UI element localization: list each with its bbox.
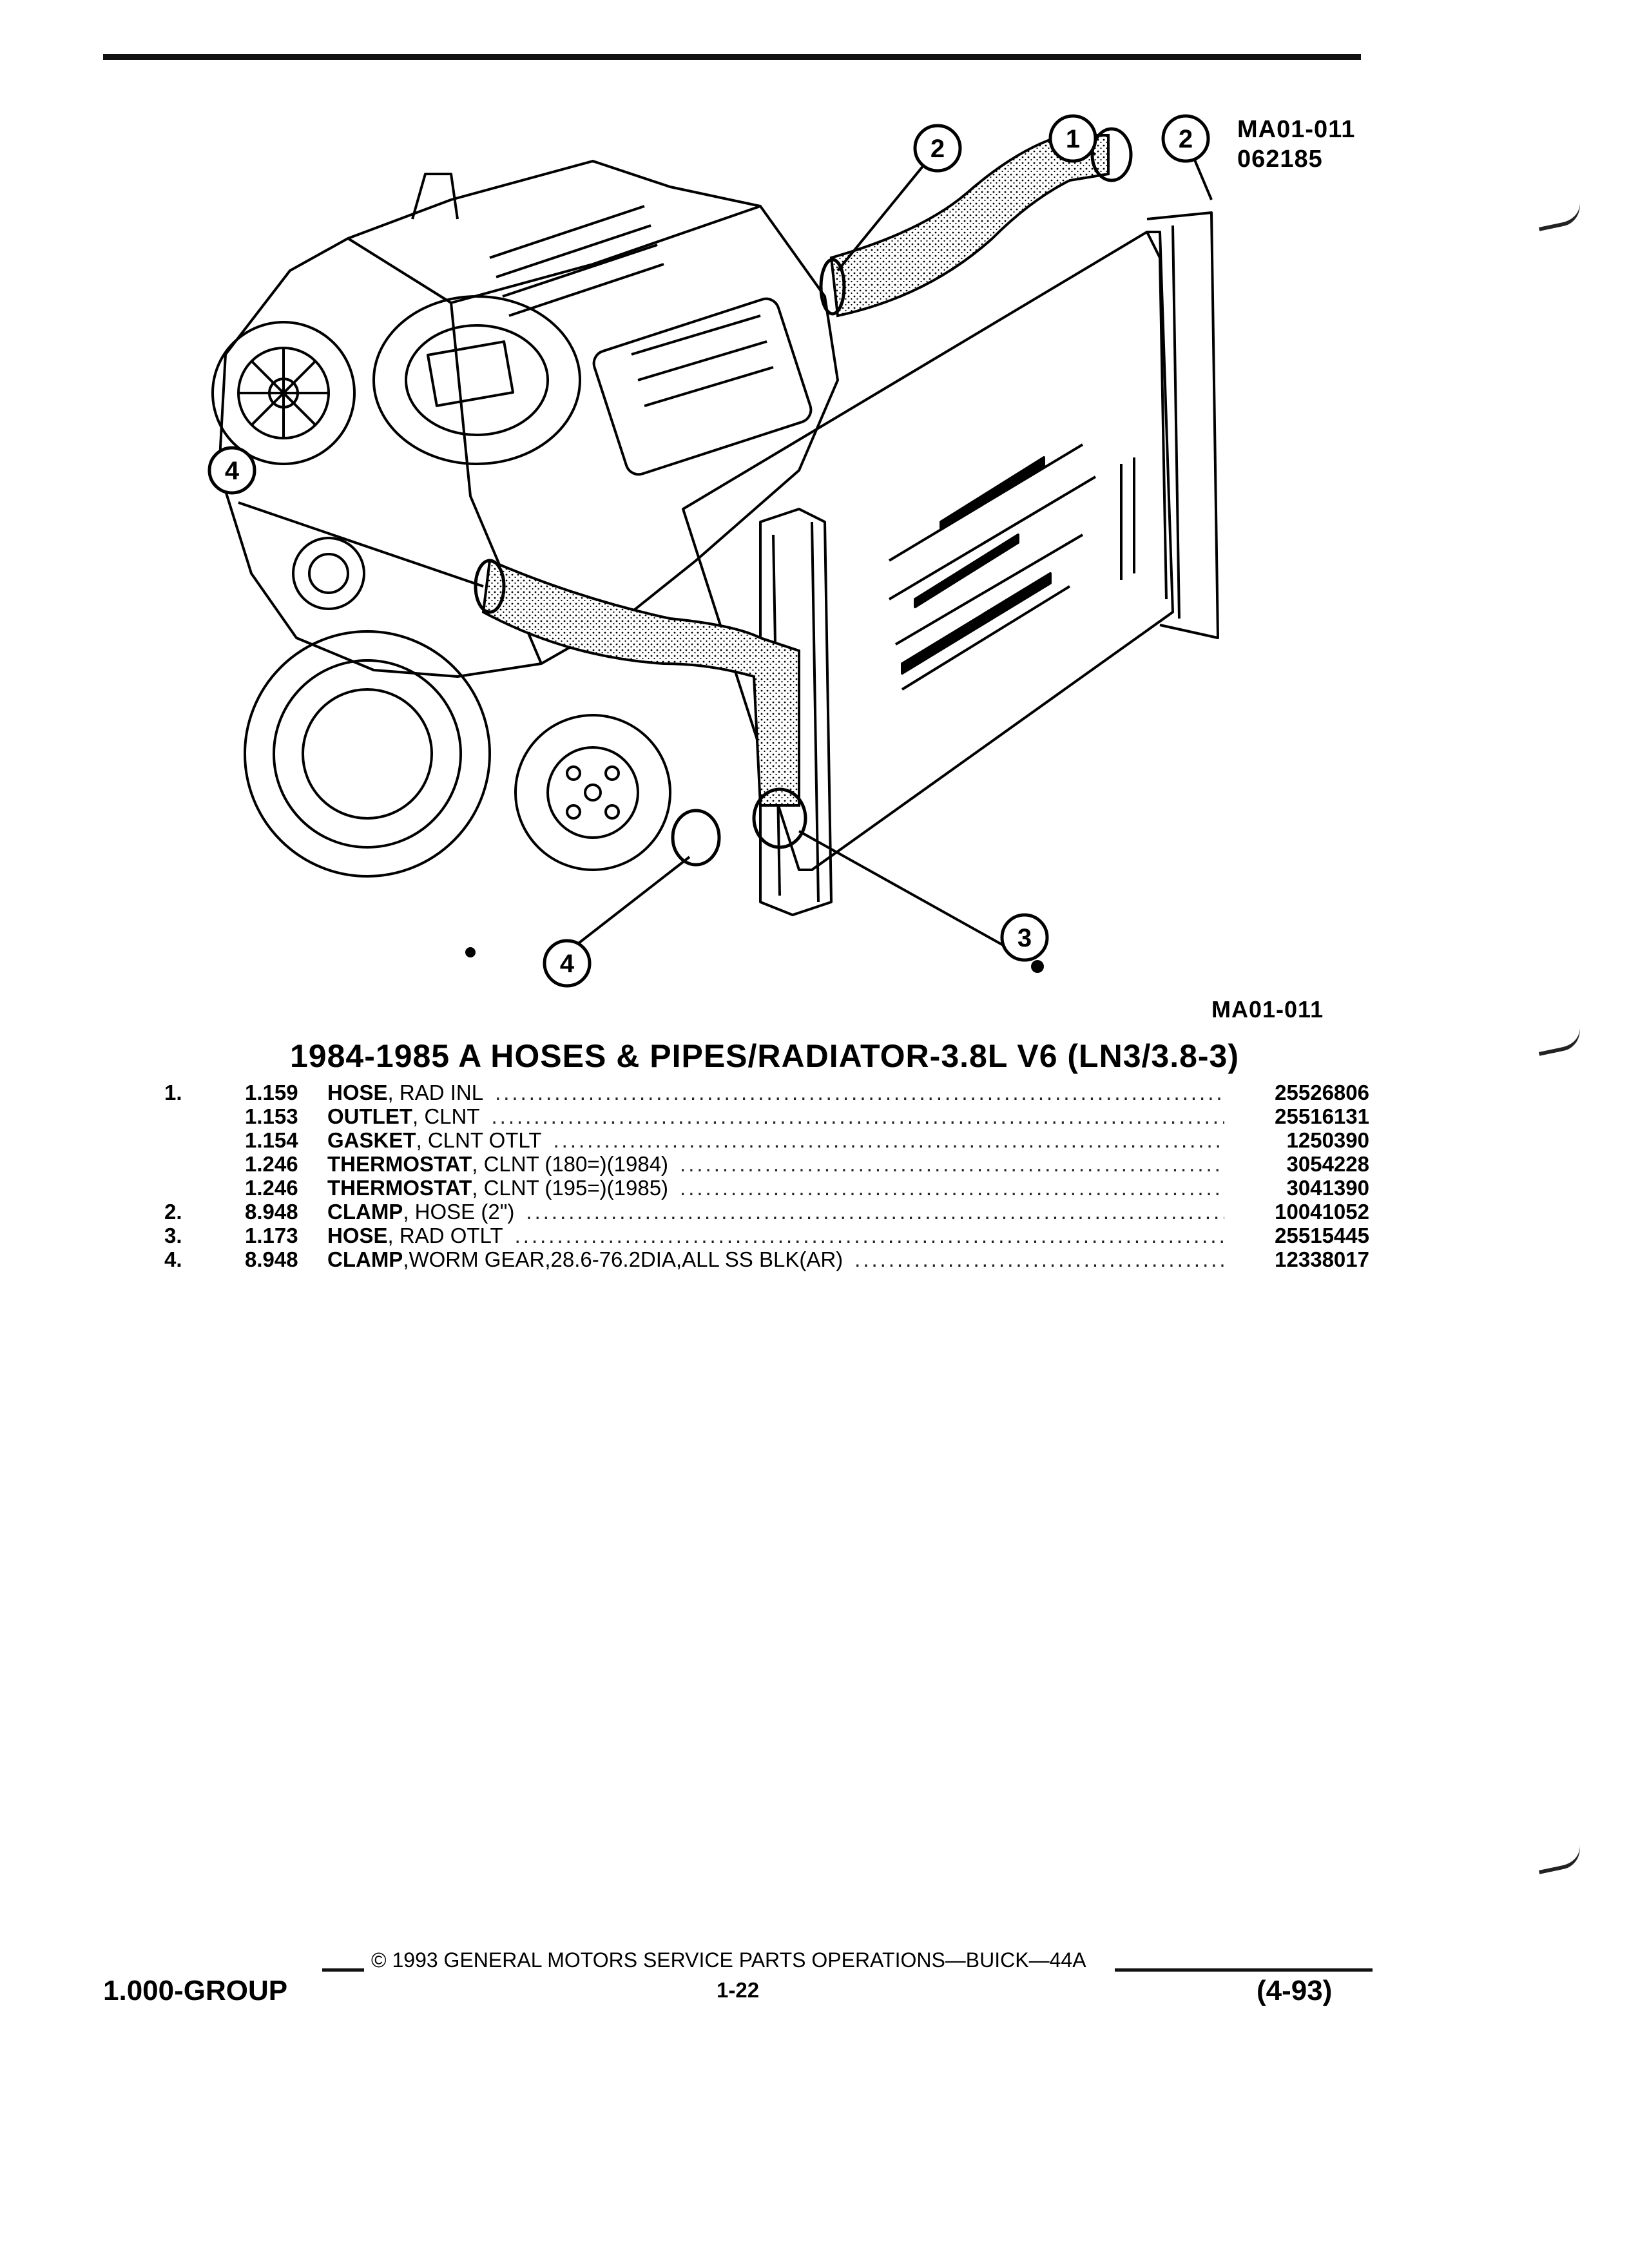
binding-mark: [1535, 1845, 1584, 1874]
callout-label: 2: [930, 135, 945, 163]
group-code: 1.153: [245, 1104, 298, 1128]
binding-mark: [1535, 1026, 1584, 1056]
part-name: GASKET: [327, 1128, 416, 1152]
parts-list: 1. 1.159 HOSE, RAD INL 25526806 1.153 OU…: [164, 1081, 1369, 1271]
parts-list-row: 1. 1.159 HOSE, RAD INL 25526806: [164, 1081, 1369, 1104]
figure-date-code: 062185: [1237, 146, 1323, 173]
callout-ref: 4.: [164, 1247, 182, 1271]
group-code: 1.246: [245, 1152, 298, 1176]
callout-ref: 1.: [164, 1081, 182, 1104]
part-number: 3054228: [1286, 1152, 1369, 1176]
figure-code-block: MA01-011 062185: [1237, 115, 1355, 174]
parts-list-row: 2. 8.948 CLAMP, HOSE (2") 10041052: [164, 1200, 1369, 1224]
parts-list-row: 1.153 OUTLET, CLNT 25516131: [164, 1104, 1369, 1128]
part-modifier: , CLNT (195=)(1985): [472, 1176, 669, 1200]
page-number: 1-22: [717, 1978, 760, 2002]
callout-label: 4: [560, 950, 575, 978]
part-modifier: , HOSE (2"): [403, 1200, 515, 1224]
callout-label: 3: [1017, 924, 1032, 952]
callout-label: 1: [1066, 125, 1080, 153]
footer-revision: (4-93): [1257, 1975, 1333, 2006]
part-modifier: , RAD OTLT: [387, 1224, 503, 1247]
group-code: 8.948: [245, 1247, 298, 1271]
part-name: CLAMP: [327, 1247, 403, 1271]
header-rule: [103, 54, 1361, 60]
part-number: 25526806: [1275, 1081, 1369, 1104]
callout-ref: 3.: [164, 1224, 182, 1247]
group-code: 1.246: [245, 1176, 298, 1200]
part-name: OUTLET: [327, 1104, 412, 1128]
group-code: 1.173: [245, 1224, 298, 1247]
part-name: HOSE: [327, 1224, 388, 1247]
part-modifier: , CLNT: [412, 1104, 480, 1128]
parts-list-row: 1.246 THERMOSTAT, CLNT (180=)(1984) 3054…: [164, 1152, 1369, 1176]
section-title: 1984-1985 A HOSES & PIPES/RADIATOR-3.8L …: [290, 1038, 1240, 1074]
parts-list-row: 3. 1.173 HOSE, RAD OTLT 25515445: [164, 1224, 1369, 1247]
part-number: 10041052: [1275, 1200, 1369, 1224]
part-number: 3041390: [1286, 1176, 1369, 1200]
part-name: CLAMP: [327, 1200, 403, 1224]
binding-mark: [1535, 202, 1584, 231]
figure-code-bottom: MA01-011: [1211, 996, 1324, 1023]
footer-rule-left: [322, 1968, 364, 1972]
footer-group: 1.000-GROUP: [103, 1975, 288, 2006]
parts-list-row: 4. 8.948 CLAMP,WORM GEAR,28.6-76.2DIA,AL…: [164, 1247, 1369, 1271]
part-number: 12338017: [1275, 1247, 1369, 1271]
figure-code: MA01-011: [1237, 116, 1356, 143]
part-modifier: ,WORM GEAR,28.6-76.2DIA,ALL SS BLK(AR): [403, 1247, 843, 1271]
part-name: THERMOSTAT: [327, 1176, 472, 1200]
part-number: 25516131: [1275, 1104, 1369, 1128]
engine-radiator-illustration: 2 1 2 4 4 3: [207, 114, 1219, 988]
callout-ref: 2.: [164, 1200, 182, 1224]
part-modifier: , CLNT OTLT: [416, 1128, 542, 1152]
part-number: 1250390: [1286, 1128, 1369, 1152]
group-code: 8.948: [245, 1200, 298, 1224]
part-name: THERMOSTAT: [327, 1152, 472, 1176]
group-code: 1.154: [245, 1128, 298, 1152]
part-name: HOSE: [327, 1081, 388, 1104]
parts-list-row: 1.246 THERMOSTAT, CLNT (195=)(1985) 3041…: [164, 1176, 1369, 1200]
parts-list-row: 1.154 GASKET, CLNT OTLT 1250390: [164, 1128, 1369, 1152]
callout-label: 2: [1179, 125, 1193, 153]
footer-rule-right: [1115, 1968, 1373, 1972]
part-number: 25515445: [1275, 1224, 1369, 1247]
callout-label: 4: [225, 457, 240, 485]
group-code: 1.159: [245, 1081, 298, 1104]
footer-copyright: © 1993 GENERAL MOTORS SERVICE PARTS OPER…: [371, 1948, 1086, 1972]
part-modifier: , RAD INL: [387, 1081, 484, 1104]
part-modifier: , CLNT (180=)(1984): [472, 1152, 669, 1176]
